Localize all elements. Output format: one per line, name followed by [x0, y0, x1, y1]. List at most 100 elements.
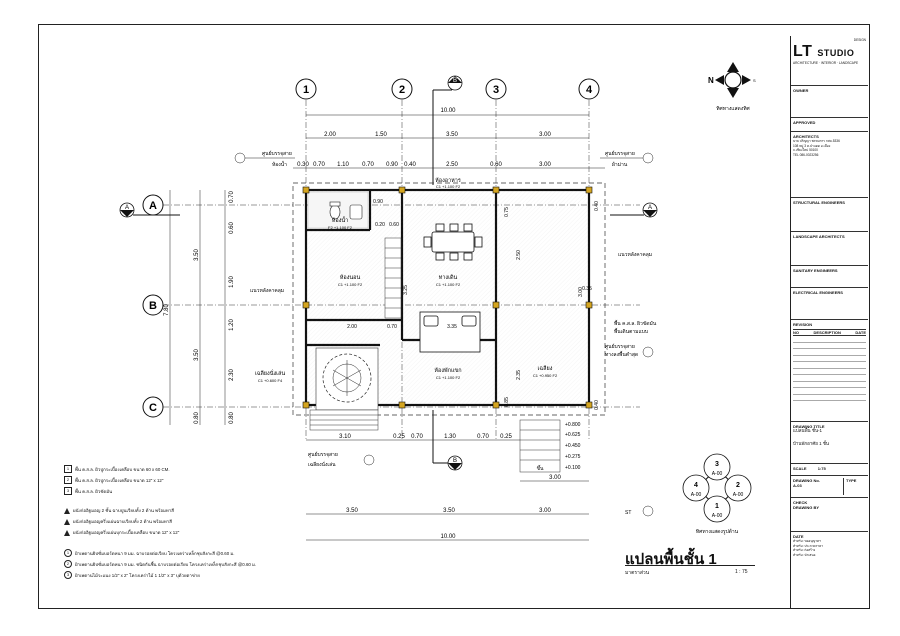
legend-material-text-2: พื้น ค.ส.ล. ผิวปูกระเบื้องเคลือบ ขนาด 12… [75, 477, 164, 483]
section-marker-a-right: A [610, 202, 658, 218]
key-label-3: 3 [715, 461, 719, 468]
legend-box-icon: 3 [64, 487, 72, 495]
tb-rev-rows [793, 336, 866, 406]
callout-floor-1: พื้น ค.ส.ล. ผิวขัดมัน [614, 318, 657, 327]
dim-left-inner-4: 2.30 [229, 369, 235, 381]
level-dim-1: 0.75 [504, 207, 510, 217]
dim-bottom-sub-4: 1.30 [444, 434, 456, 440]
key-label-2: 2 [736, 482, 740, 489]
stair-level-3: +0.450 [565, 443, 581, 449]
tb-drawing-no: DRAWING No. A-03 TYPE [791, 476, 868, 498]
callout-bottom: ศูนย์บรรจุสาย [308, 451, 338, 458]
grid-bubble-3: 3 [485, 78, 507, 100]
dim-bottom: 3.10 0.25 0.70 1.30 0.70 0.25 3.50 3.50 … [306, 434, 589, 541]
tb-stage-3: สำหรับ: ก่อสร้าง [793, 548, 816, 552]
section-b-top-label: B [453, 78, 457, 84]
tb-architect-line-3: จ.เชียงใหม่ 50100 [793, 148, 818, 152]
callout-beam-left: แนวหลังคาคลุม [250, 288, 284, 294]
callout-ref-right: ศูนย์บรรจุสาย [605, 343, 635, 350]
tb-landscape-label: LANDSCAPE ARCHITECTS [793, 234, 845, 239]
dim-bottom-sub-1: 3.10 [339, 434, 351, 440]
dim-left-outer-1: 3.50 [194, 249, 200, 261]
legend-wall-text-1: ผนังก่ออิฐมอญ 2 ชั้น ฉาบปูนเรียบทั้ง 2 ด… [73, 508, 174, 513]
legend-wall-3: ผนังก่ออิฐมอญครึ่งแผ่นบุกระเบื้องเคลือบ … [64, 529, 179, 536]
key-plan: 3 A-00 4 A-00 2 A-00 1 A-00 ทิศทางแสดงรู… [682, 453, 752, 535]
dim-bottom-sub-3: 0.70 [411, 434, 423, 440]
legend-ceiling-1: 1 ฝ้าเพดานยิปซั่มบอร์ดหนา 9 มม. ฉาบรอยต่… [64, 549, 234, 557]
exterior-stair [519, 419, 561, 473]
dim-top-sub-5: 0.90 [386, 162, 398, 168]
key-label-1: 1 [715, 503, 719, 510]
legend-box-icon: 1 [64, 465, 72, 473]
callout-top-right: ศูนย์บรรจุสาย [605, 150, 635, 157]
room-terrace-level: C1 +0.600 F4 [258, 378, 283, 383]
tb-revision-label: REVISION [793, 322, 813, 327]
room-bathroom-name: ห้องน้ำ [332, 216, 348, 224]
dim-top-total: 10.00 [440, 108, 456, 114]
dim-left-inner-5: 0.80 [229, 412, 235, 424]
legend-wall-1: ผนังก่ออิฐมอญ 2 ชั้น ฉาบปูนเรียบทั้ง 2 ด… [64, 507, 174, 514]
legend-ceiling-3: 3 ฝ้าเพดานไม้ระแนง 1/2" x 2" โครงเคร่าไม… [64, 571, 200, 579]
section-a-right-label: A [648, 205, 652, 211]
callout-st: ST [625, 510, 631, 516]
dim-top-span-2: 1.50 [375, 132, 387, 138]
dim-top-span-1: 2.00 [324, 132, 336, 138]
tb-stage-1: สำหรับ: ขออนุญาตฯ [793, 539, 821, 543]
stair-level-2: +0.625 [565, 432, 581, 438]
level-dim-8: 0.40 [594, 400, 600, 410]
dim-top-span-3: 3.50 [446, 132, 458, 138]
tb-structural: STRUCTURAL ENGINEERS [791, 198, 868, 232]
inner-dim-2: 0.70 [387, 324, 397, 330]
svg-text:0.60: 0.60 [229, 222, 235, 234]
tb-revision: REVISION NO DESCRIPTION DATE [791, 320, 868, 422]
key-sub-3: A-00 [712, 471, 723, 477]
level-dim-6: 0.40 [594, 201, 600, 211]
tb-type-label: TYPE [846, 478, 857, 483]
dim-left-inner-1: 0.70 [229, 191, 235, 203]
legend-material-2: 2 พื้น ค.ส.ล. ผิวปูกระเบื้องเคลือบ ขนาด … [64, 476, 163, 484]
grid-bubble-B: B [142, 294, 164, 316]
legend-material-text-1: พื้น ค.ส.ล. ผิวปูกระเบื้องเคลือบ ขนาด 60… [75, 466, 170, 472]
inner-dim-6: 0.20 [375, 222, 385, 228]
dim-top-sub-9: 3.00 [539, 162, 551, 168]
room-guest-level: C1 +1.100 F2 [436, 375, 461, 380]
grid-label-A: A [149, 200, 157, 212]
dim-top-sub-8: 0.60 [490, 162, 502, 168]
legend-wall-2: ผนังก่ออิฐมอญครึ่งแผ่นฉาบเรียบทั้ง 2 ด้า… [64, 518, 172, 525]
callout-top-right-2: ผ้าม่าน [612, 161, 628, 168]
room-veranda-level: C1 +0.950 F2 [533, 373, 558, 378]
logo-small: DESIGN [853, 38, 866, 42]
tb-scale-label: SCALE [793, 466, 807, 471]
drawing-scale-label: มาตราส่วน [625, 570, 650, 576]
level-dim-7: 0.35 [582, 286, 592, 292]
tb-check-label: CHECK [793, 500, 808, 505]
tb-drawing-title-value-2: บ้านพักอาศัย 1 ชั้น [793, 440, 830, 446]
legend-wall-text-3: ผนังก่ออิฐมอญครึ่งแผ่นบุกระเบื้องเคลือบ … [73, 530, 180, 535]
callout-top-left: ศูนย์บรรจุสาย [262, 150, 292, 157]
dim-left-outer-3: 0.80 [194, 412, 200, 424]
dim-top-sub-1: 0.30 [297, 162, 309, 168]
title-underline [625, 565, 755, 566]
section-marker-b-top: B [432, 75, 463, 185]
tb-approved: APPROVED [791, 118, 868, 132]
grid-label-C: C [149, 402, 157, 414]
tb-architects: ARCHITECTS นาย ปริญญา พรหมการ กสม.5336 1… [791, 132, 868, 198]
legend-circle-icon: 3 [64, 571, 72, 579]
grid-label-3: 3 [493, 84, 499, 96]
tb-check: CHECK DRAWING BY [791, 498, 868, 532]
level-dims-right: 0.75 0.85 2.50 2.35 3.00 0.40 0.35 0.40 [504, 201, 600, 410]
dim-bottom-span-2: 3.50 [443, 508, 455, 514]
key-plan-caption: ทิศทางแสดงรูปด้าน [696, 528, 739, 535]
room-dining-level: C1 +1.100 F2 [436, 184, 461, 189]
tb-drawing-title-label: DRAWING TITLE [793, 424, 825, 429]
north-arrow: N S ทิศทางแสดงทิศ [708, 62, 756, 112]
dim-left-inner-2: 1.90 [229, 276, 235, 288]
legend-material-1: 1 พื้น ค.ส.ล. ผิวปูกระเบื้องเคลือบ ขนาด … [64, 465, 170, 473]
terrace-tree [315, 347, 379, 411]
inner-dim-7: 3.25 [403, 285, 409, 295]
tb-owner: OWNER [791, 86, 868, 118]
callout-bottom-2: เฉลียงนั่งเล่น [308, 461, 336, 468]
tb-rev-col-date: DATE [855, 330, 866, 335]
section-marker-b-bottom: B [432, 410, 463, 471]
drawing-sheet [38, 24, 870, 609]
